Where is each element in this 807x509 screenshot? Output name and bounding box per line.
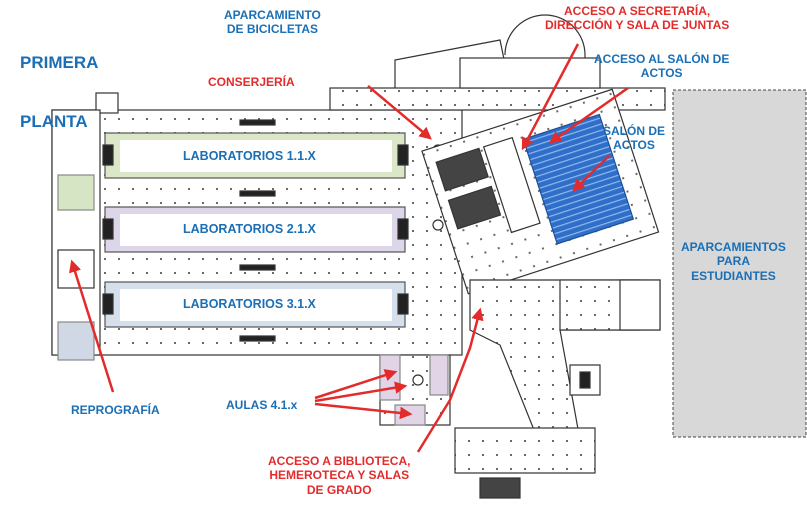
pointer-arrows bbox=[69, 43, 629, 453]
main-building bbox=[51, 92, 463, 426]
floor-title-line2: PLANTA bbox=[20, 111, 88, 131]
label-labs-3: LABORATORIOS 3.1.X bbox=[183, 297, 316, 311]
label-access-biblioteca: ACCESO A BIBLIOTECA, HEMEROTECA Y SALAS … bbox=[268, 454, 411, 497]
student-parking-area bbox=[672, 89, 807, 438]
label-reprografia: REPROGRAFÍA bbox=[71, 403, 160, 417]
label-bicycle-parking: APARCAMIENTO DE BICICLETAS bbox=[224, 8, 321, 37]
label-access-secretaria: ACCESO A SECRETARÍA, DIRECCIÓN Y SALA DE… bbox=[545, 4, 730, 33]
floor-title-line1: PRIMERA bbox=[20, 53, 99, 73]
label-conserjeria: CONSERJERÍA bbox=[208, 75, 295, 89]
label-access-salon: ACCESO AL SALÓN DE ACTOS bbox=[594, 52, 730, 81]
label-student-parking: APARCAMIENTOS PARA ESTUDIANTES bbox=[681, 240, 786, 283]
floor-title: PRIMERA PLANTA bbox=[20, 14, 98, 151]
label-labs-2: LABORATORIOS 2.1.X bbox=[183, 222, 316, 236]
label-salon-de-actos: SALÓN DE ACTOS bbox=[603, 124, 666, 153]
library-wing bbox=[454, 279, 661, 499]
label-labs-1: LABORATORIOS 1.1.X bbox=[183, 149, 316, 163]
label-aulas: AULAS 4.1.x bbox=[226, 398, 298, 412]
